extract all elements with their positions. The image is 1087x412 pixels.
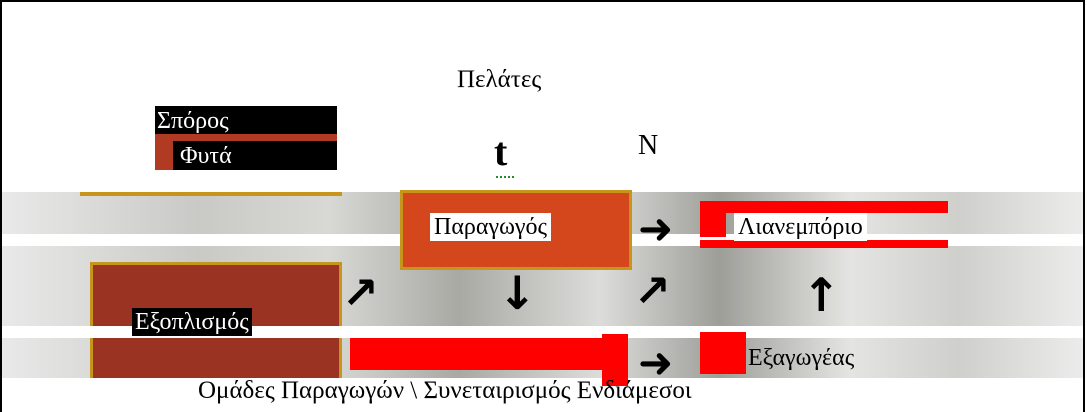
retail-bar-top	[700, 201, 948, 213]
equipment-box-bottom	[90, 338, 342, 378]
bottom-caption: Ομάδες Παραγωγών \ Συνεταιρισμός Ενδιάμε…	[198, 377, 692, 404]
arrow-down-from-producer: ↓	[498, 266, 537, 320]
customers-title: Πελάτες	[457, 66, 542, 93]
frame-right-edge	[1083, 0, 1085, 412]
exporter-label: Εξαγωγέας	[748, 345, 855, 371]
arrow-equipment-to-producer: ↗	[342, 268, 379, 319]
n-mark: N	[638, 130, 659, 161]
seeds-label: Σπόρος	[157, 108, 229, 134]
producer-groups-bar	[350, 338, 628, 370]
cooperative-bar-vertical	[602, 334, 628, 386]
arrow-to-retail-diagonal: ↗	[634, 266, 671, 317]
retail-bar-left	[700, 201, 726, 237]
plants-accent	[155, 141, 173, 170]
producer-label: Παραγωγός	[430, 213, 551, 241]
exporter-box	[700, 332, 746, 374]
arrow-exporter-to-retail: ↑	[802, 268, 841, 322]
retail-label: Λιανεμπόριο	[734, 213, 867, 241]
arrow-to-exporter: ➜	[638, 338, 674, 387]
retail-bar-bottom	[700, 240, 948, 248]
seeds-strip	[80, 192, 342, 196]
t-mark-underline	[496, 174, 514, 178]
equipment-label: Εξοπλισμός	[132, 308, 252, 336]
t-mark: t	[494, 129, 508, 174]
arrow-to-retail: ➜	[638, 204, 674, 253]
seeds-plants-divider	[155, 134, 337, 141]
plants-label: Φυτά	[180, 143, 232, 169]
